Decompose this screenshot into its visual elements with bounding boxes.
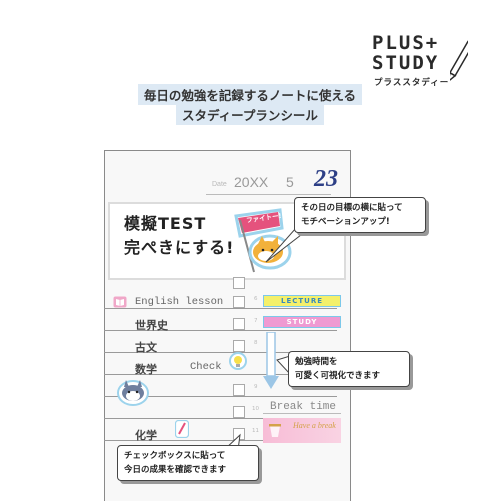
- lecture-sticker: LECTURE: [263, 295, 341, 307]
- row-rule: [104, 440, 337, 441]
- date-month: 5: [286, 174, 294, 190]
- subject-checkbox[interactable]: [233, 406, 245, 418]
- husky-sticker: [117, 380, 149, 406]
- brand-logo: PLUS+ STUDY プラススタディー: [366, 28, 470, 98]
- row-rule: [104, 396, 337, 397]
- timeline-number: 6: [254, 296, 258, 302]
- callout-text: チェックボックスに貼って: [124, 451, 226, 461]
- subject-checkbox[interactable]: [233, 384, 245, 396]
- row-rule: [104, 374, 337, 375]
- check-label: Check: [190, 361, 222, 373]
- cup-icon: [269, 424, 281, 437]
- row-rule: [104, 308, 337, 309]
- callout-text: 勉強時間を: [295, 357, 338, 367]
- timeline-number: 7: [254, 318, 258, 324]
- goal-checkbox[interactable]: [233, 277, 245, 289]
- callout-motivation: その日の目標の横に貼って モチベーションアップ!: [294, 197, 426, 233]
- row-rule: [104, 352, 337, 353]
- pencil-icon: [450, 40, 468, 84]
- subject-checkbox[interactable]: [233, 296, 245, 308]
- break-sticker-text: Have a break: [293, 421, 336, 430]
- callout-text: モチベーションアップ!: [301, 217, 390, 227]
- book-icon: [113, 296, 127, 308]
- subject-label: 化学: [135, 429, 157, 442]
- timeline-number: 11: [252, 428, 259, 434]
- brand-study: STUDY: [372, 52, 440, 74]
- date-day: 23: [314, 166, 338, 192]
- timeline-number: 9: [254, 384, 258, 390]
- shiba-flag-sticker: [234, 208, 292, 273]
- subject-label: 世界史: [135, 319, 168, 332]
- goal-text-line2: 完ぺきにする!: [124, 238, 235, 257]
- subject-label: 古文: [135, 341, 157, 354]
- callout-text: 可愛く可視化できます: [295, 371, 381, 381]
- callout-study-time: 勉強時間を 可愛く可視化できます: [288, 351, 410, 387]
- callout-checkbox: チェックボックスに貼って 今日の成果を確認できます: [117, 445, 259, 481]
- subject-checkbox[interactable]: [233, 318, 245, 330]
- date-label: Date: [212, 181, 227, 188]
- timeline-number: 10: [252, 406, 259, 412]
- row-rule: [104, 418, 337, 419]
- subject-label: English lesson: [135, 296, 224, 308]
- subject-checkbox[interactable]: [233, 340, 245, 352]
- callout-text: 今日の成果を確認できます: [124, 465, 227, 475]
- pen-sticker: [175, 420, 189, 438]
- row-rule: [104, 330, 337, 331]
- break-sticker: Have a break: [263, 418, 341, 443]
- brand-plus: PLUS+: [372, 32, 440, 54]
- brand-kana: プラススタディー: [374, 78, 450, 88]
- date-year: 20XX: [234, 174, 269, 190]
- break-time-label: Break time: [270, 401, 337, 413]
- arrow-down-icon: [263, 332, 279, 389]
- date-underline: [206, 194, 331, 195]
- break-underline: [263, 413, 341, 414]
- headline-line2: スタディープランシール: [0, 104, 500, 125]
- study-sticker: STUDY: [263, 316, 341, 328]
- callout-text: その日の目標の横に貼って: [301, 203, 403, 213]
- subject-label: 数学: [135, 363, 157, 376]
- headline-line1: 毎日の勉強を記録するノートに使える: [0, 84, 500, 105]
- timeline-number: 8: [254, 340, 258, 346]
- goal-text-line1: 模擬TEST: [124, 214, 207, 233]
- lightbulb-sticker: [229, 352, 247, 370]
